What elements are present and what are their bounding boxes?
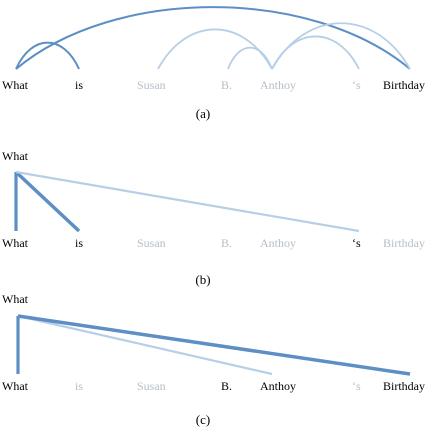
- panel-caption: (b): [195, 272, 210, 287]
- panel-a: What is Susan B. Anthoy ‘s Birthday (a): [2, 6, 425, 121]
- attention-line: [17, 314, 411, 376]
- token: is: [75, 78, 83, 92]
- panel-caption: (a): [196, 106, 210, 121]
- token: What: [2, 379, 29, 393]
- token: ‘s: [352, 379, 361, 393]
- token: Birthday: [383, 78, 425, 92]
- token: is: [75, 236, 83, 250]
- token: Anthoy: [260, 78, 296, 92]
- token: B.: [221, 379, 232, 393]
- token: Susan: [137, 78, 166, 92]
- query-word: What: [2, 292, 29, 306]
- attention-line: [14, 170, 81, 233]
- token: B.: [221, 236, 232, 250]
- token: What: [2, 78, 29, 92]
- token: Anthoy: [260, 379, 296, 393]
- token: ‘s: [352, 236, 361, 250]
- dependency-arc: [15, 6, 411, 70]
- dependency-arc: [227, 46, 273, 70]
- query-word: What: [2, 149, 29, 163]
- token: Anthoy: [260, 236, 296, 250]
- dependency-arc: [271, 22, 411, 70]
- dependency-arc: [271, 35, 360, 70]
- attention-line: [17, 314, 273, 376]
- token: Susan: [137, 379, 166, 393]
- dependency-arc: [15, 41, 80, 70]
- attention-line: [15, 170, 360, 233]
- token: What: [2, 236, 29, 250]
- token: Birthday: [383, 236, 425, 250]
- token: B.: [221, 78, 232, 92]
- panel-caption: (c): [196, 412, 210, 427]
- token: Susan: [137, 236, 166, 250]
- token: is: [75, 379, 83, 393]
- token: Birthday: [383, 379, 425, 393]
- token: ‘s: [352, 78, 361, 92]
